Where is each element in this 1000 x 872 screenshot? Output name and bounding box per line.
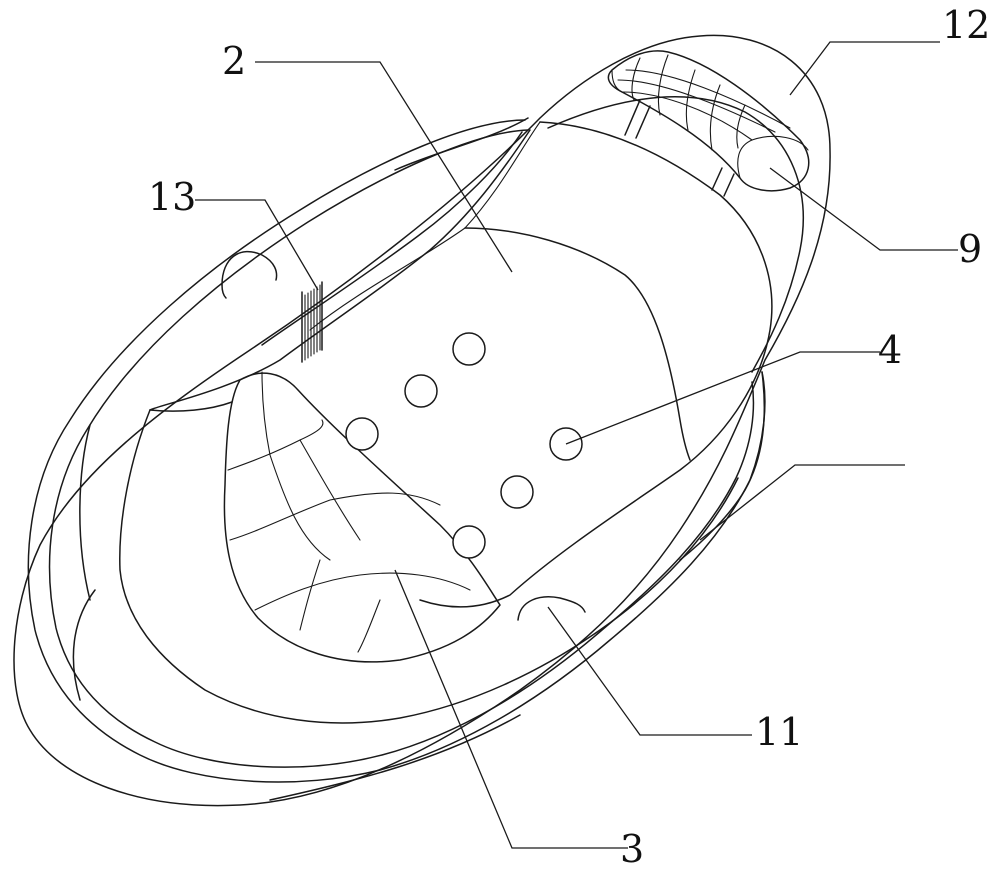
leader-13 bbox=[195, 199, 319, 291]
hole-1 bbox=[452, 332, 486, 366]
hole-5 bbox=[500, 475, 534, 509]
side-panel bbox=[679, 371, 766, 561]
leader-lines bbox=[195, 41, 958, 849]
handles bbox=[221, 250, 586, 621]
leader-2 bbox=[255, 61, 513, 273]
seat-panel bbox=[309, 121, 773, 608]
hatched-strap bbox=[301, 281, 323, 363]
leader-4 bbox=[565, 351, 880, 445]
drain-holes bbox=[345, 332, 583, 559]
label-2: 2 bbox=[222, 39, 246, 83]
leg-cushion bbox=[223, 371, 501, 663]
leader-11 bbox=[547, 606, 752, 736]
reference-labels: 2 3 4 9 11 12 13 bbox=[148, 3, 990, 871]
leader-12b bbox=[699, 464, 905, 541]
label-4: 4 bbox=[878, 328, 902, 372]
hole-3 bbox=[345, 417, 379, 451]
leader-12 bbox=[789, 41, 940, 96]
leader-3 bbox=[394, 569, 628, 849]
outer-shell bbox=[13, 34, 831, 807]
label-12: 12 bbox=[942, 3, 990, 47]
label-11: 11 bbox=[755, 710, 803, 754]
headrest bbox=[607, 50, 810, 197]
label-3: 3 bbox=[620, 827, 644, 871]
label-13: 13 bbox=[148, 175, 196, 219]
hole-6 bbox=[452, 525, 486, 559]
hole-2 bbox=[404, 374, 438, 408]
label-9: 9 bbox=[958, 227, 982, 271]
rim bbox=[27, 117, 766, 801]
leader-9 bbox=[769, 167, 958, 251]
tub-wall bbox=[119, 129, 739, 724]
